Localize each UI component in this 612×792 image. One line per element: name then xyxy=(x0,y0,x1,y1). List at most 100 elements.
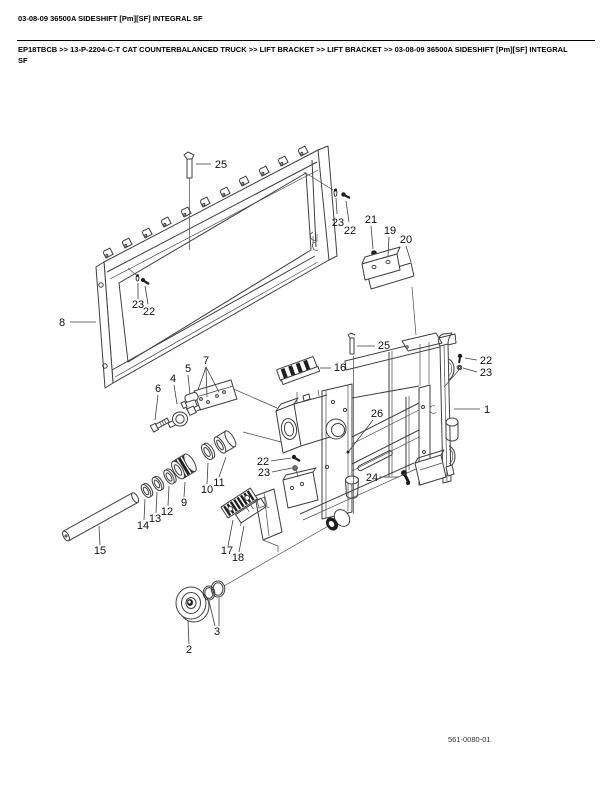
callout-23-panel-right: 23 xyxy=(332,197,344,229)
callout-20: 20 xyxy=(400,234,412,263)
valve-4 xyxy=(167,400,201,429)
callout-label: 23 xyxy=(332,217,344,229)
callout-label: 20 xyxy=(400,234,412,246)
callout-2: 2 xyxy=(186,620,192,656)
callout-10: 10 xyxy=(201,462,213,496)
roller-stud xyxy=(325,509,351,531)
align-line xyxy=(228,386,278,409)
callout-label: 22 xyxy=(143,306,155,318)
callout-label: 12 xyxy=(161,506,173,518)
callout-label: 7 xyxy=(203,355,209,367)
callout-14: 14 xyxy=(137,498,149,532)
ring-14 xyxy=(140,482,154,498)
callout-6: 6 xyxy=(154,383,161,421)
screw-24 xyxy=(401,470,411,485)
callout-label: 9 xyxy=(181,497,187,509)
callout-label: 25 xyxy=(378,340,390,352)
callout-25-mid: 25 xyxy=(357,340,390,352)
callout-label: 24 xyxy=(366,472,378,484)
callout-label: 19 xyxy=(384,225,396,237)
mount-line xyxy=(223,524,331,587)
callout-7: 7 xyxy=(197,355,220,398)
callout-label: 23 xyxy=(258,467,270,479)
callout-22-panel-left: 22 xyxy=(143,285,155,318)
callout-label: 26 xyxy=(371,408,383,420)
callout-label: 8 xyxy=(59,317,65,329)
callout-23-bracket: 23 xyxy=(462,367,492,379)
callout-16: 16 xyxy=(320,362,346,374)
ring-12 xyxy=(163,468,177,485)
bolt-6 xyxy=(149,417,170,433)
callout-label: 22 xyxy=(257,456,269,468)
callout-17: 17 xyxy=(221,519,234,557)
callout-label: 2 xyxy=(186,644,192,656)
bushing-11 xyxy=(213,430,237,454)
callout-label: 3 xyxy=(214,626,220,638)
callout-label: 6 xyxy=(155,383,161,395)
callout-18: 18 xyxy=(232,525,245,564)
callout-13: 13 xyxy=(149,491,161,525)
ring-10 xyxy=(200,442,216,461)
callout-21: 21 xyxy=(365,214,377,250)
callout-label: 13 xyxy=(149,513,161,525)
plate-17 xyxy=(220,487,258,519)
callout-1: 1 xyxy=(454,404,490,416)
screw-set-bracket xyxy=(443,353,463,388)
bushing-9 xyxy=(171,453,197,480)
callout-label: 1 xyxy=(484,404,490,416)
header-divider xyxy=(17,40,595,41)
callout-23-mid: 23 xyxy=(258,467,293,479)
clamp-16 xyxy=(276,356,321,385)
panel-8 xyxy=(95,145,338,389)
callout-19: 19 xyxy=(384,225,396,257)
callout-23-panel-left: 23 xyxy=(132,283,144,311)
callout-15: 15 xyxy=(94,525,106,557)
callout-24: 24 xyxy=(366,472,399,484)
screw-set-mid xyxy=(291,454,301,478)
align-line xyxy=(242,431,282,443)
callout-12: 12 xyxy=(161,485,173,518)
callout-8: 8 xyxy=(59,317,96,329)
callout-22-panel-right: 22 xyxy=(344,200,356,237)
bracket-1 xyxy=(414,332,459,486)
cylinder-block xyxy=(275,389,347,454)
roller-2 xyxy=(175,586,210,623)
callout-4: 4 xyxy=(170,373,178,405)
drawing-number: 561-0080-01 xyxy=(448,735,491,744)
callout-label: 5 xyxy=(185,363,191,375)
shift-frame xyxy=(254,383,420,552)
callout-25-top: 25 xyxy=(196,159,227,171)
screw-set-panel-left xyxy=(127,267,150,285)
callout-label: 22 xyxy=(344,225,356,237)
callout-label: 10 xyxy=(201,484,213,496)
pin-25-mid xyxy=(347,332,356,514)
screw-set-panel-right xyxy=(303,171,351,199)
callout-label: 14 xyxy=(137,520,149,532)
callout-label: 22 xyxy=(480,355,492,367)
callout-label: 4 xyxy=(170,373,176,385)
pin-25-top xyxy=(183,151,195,250)
callout-label: 23 xyxy=(480,367,492,379)
callout-9: 9 xyxy=(181,481,187,509)
breadcrumb: EP18TBCB >> 13-P-2204-C-T CAT COUNTERBAL… xyxy=(18,45,568,66)
ring-13 xyxy=(151,475,165,492)
callout-3: 3 xyxy=(208,598,220,638)
callout-22-bracket: 22 xyxy=(464,355,492,367)
callout-label: 23 xyxy=(132,299,144,311)
rod-15 xyxy=(62,492,140,542)
plate-7 xyxy=(193,379,238,411)
callout-26: 26 xyxy=(346,408,383,454)
page-title: 03-08-09 36500A SIDESHIFT [Pm][SF] INTEG… xyxy=(18,14,203,23)
frame-top-bar xyxy=(344,332,457,371)
rings-3 xyxy=(202,580,226,601)
callout-label: 11 xyxy=(213,477,224,489)
callout-label: 17 xyxy=(221,545,233,557)
plate-18 xyxy=(235,497,270,527)
callout-11: 11 xyxy=(213,456,227,489)
callout-label: 18 xyxy=(232,552,244,564)
callout-22-mid: 22 xyxy=(257,456,292,468)
callout-label: 16 xyxy=(334,362,346,374)
callout-label: 25 xyxy=(215,159,227,171)
